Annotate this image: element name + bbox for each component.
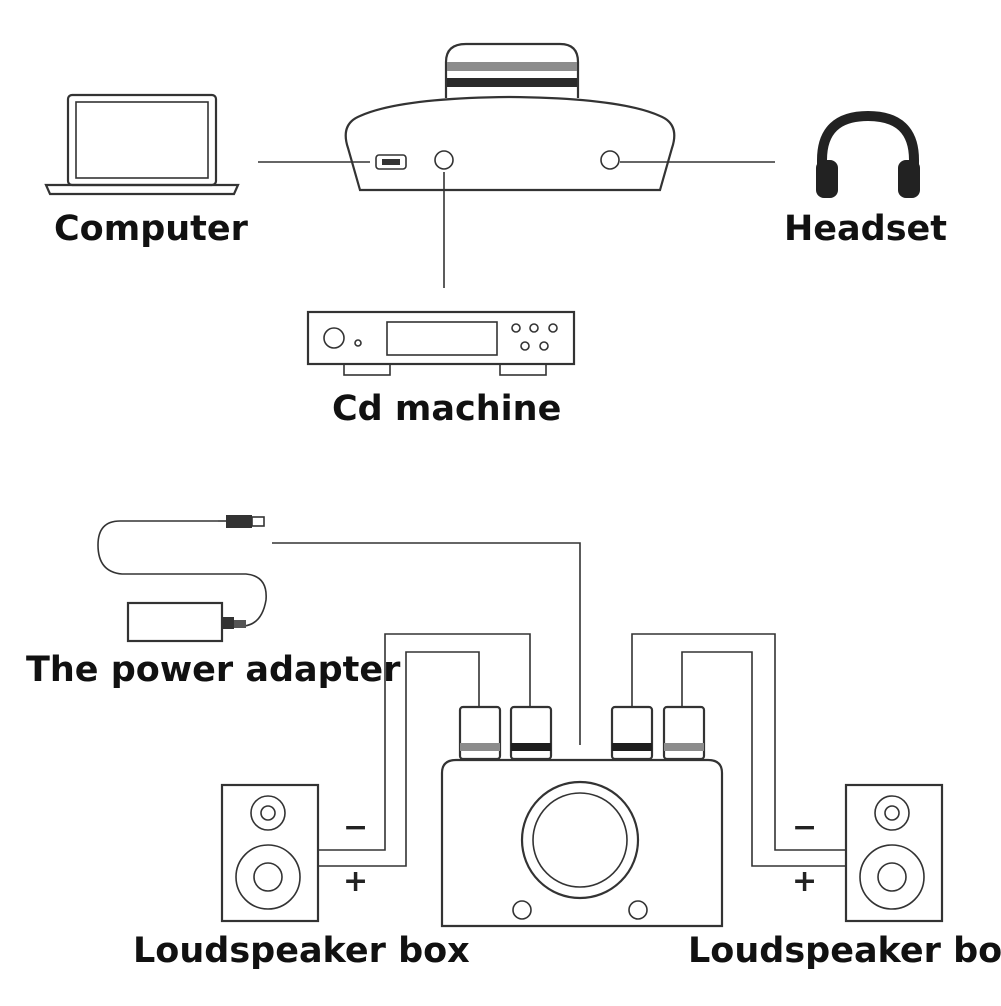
polarity-left-plus: + <box>343 864 369 899</box>
speaker-terminal-left-minus <box>509 705 553 761</box>
cd-player-icon <box>306 310 576 376</box>
label-loudspeaker-left: Loudspeaker box <box>133 931 470 971</box>
label-headset: Headset <box>784 209 948 249</box>
loudspeaker-right <box>844 783 944 923</box>
amplifier-unit <box>440 758 724 928</box>
speaker-terminal-right-plus <box>662 705 706 761</box>
polarity-right-minus: − <box>792 810 818 845</box>
polarity-left-minus: − <box>343 810 369 845</box>
headphone-output-jack <box>600 150 620 170</box>
dac-unit <box>344 42 676 192</box>
aux-input-jack <box>434 150 454 170</box>
speaker-terminal-right-minus <box>610 705 654 761</box>
power-adapter-icon <box>97 515 267 643</box>
usb-port <box>375 154 407 170</box>
label-computer: Computer <box>54 209 248 249</box>
polarity-right-plus: + <box>792 864 818 899</box>
label-loudspeaker-right: Loudspeaker box <box>688 931 1001 971</box>
loudspeaker-left <box>220 783 320 923</box>
laptop-icon <box>44 93 240 196</box>
label-cd-machine: Cd machine <box>332 389 562 429</box>
headphones-icon <box>816 110 920 198</box>
speaker-terminal-left-plus <box>458 705 502 761</box>
label-power-adapter: The power adapter <box>26 650 401 690</box>
